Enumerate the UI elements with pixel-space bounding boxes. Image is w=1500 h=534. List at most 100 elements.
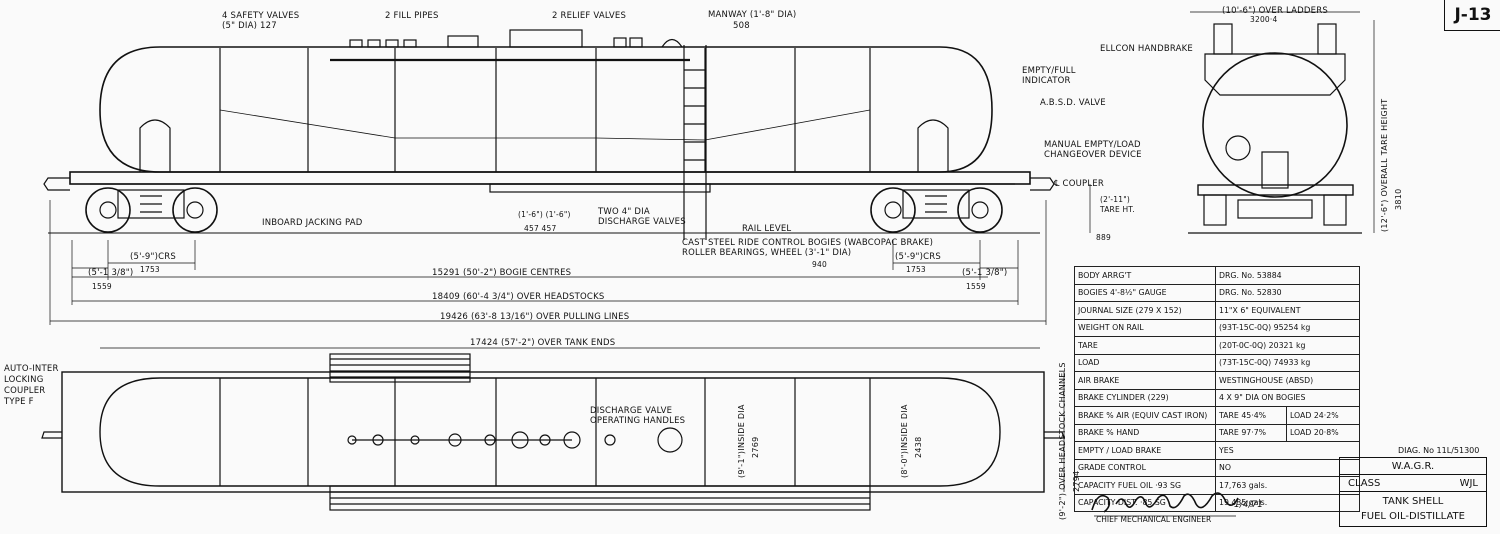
spec-value: NO — [1215, 458, 1360, 477]
tare-height: (2'-11") TARE HT. — [1100, 195, 1135, 214]
plan-frame — [61, 371, 1045, 493]
spec-value: YES — [1215, 441, 1360, 460]
relief-valves — [509, 29, 643, 48]
plan-view — [41, 347, 1065, 511]
end-overall-height-mm: 3810 — [1394, 188, 1403, 210]
valve-spacing-ft: (1'-6") (1'-6") — [518, 210, 571, 219]
safety-valves — [349, 39, 417, 48]
rail-level-label: RAIL LEVEL — [742, 224, 792, 234]
spec-key: JOURNAL SIZE (279 X 152) — [1074, 301, 1216, 320]
spec-value: (93T-15C-0Q) 95254 kg — [1215, 318, 1360, 337]
spec-value: TARE 97·7% — [1215, 423, 1287, 442]
discharge-handles — [347, 427, 683, 453]
spec-key: GRADE CONTROL — [1074, 458, 1216, 477]
callout-safety-valves-size: (5" DIA) 127 — [222, 21, 277, 31]
end-over-ladders-mm: 3200·4 — [1250, 15, 1278, 24]
callout-discharge-valves: TWO 4" DIA DISCHARGE VALVES — [598, 207, 686, 227]
callout-absd-valve: A.B.S.D. VALVE — [1040, 98, 1106, 108]
over-headstock-channels: (9'-2") OVER HEADSTOCK CHANNELS — [1058, 362, 1067, 520]
dim-bogie-crs-right: (5'-9")CRS — [895, 252, 941, 262]
inside-dia-2: (8'-0")INSIDE DIA — [900, 404, 909, 478]
dim-bogie-centres: 15291 (50'-2") BOGIE CENTRES — [432, 268, 572, 278]
dim-over-headstocks: 18409 (60'-4 3/4") OVER HEADSTOCKS — [432, 292, 605, 302]
description-line-1: TANK SHELL — [1382, 496, 1444, 507]
spec-key: BRAKE CYLINDER (229) — [1074, 388, 1216, 407]
spec-value: WESTINGHOUSE (ABSD) — [1215, 371, 1360, 390]
tare-height-mm: 889 — [1096, 233, 1111, 242]
spec-row: WEIGHT ON RAIL(93T-15C-0Q) 95254 kg — [1074, 318, 1360, 337]
bogie-right — [870, 187, 1003, 233]
description: TANK SHELL FUEL OIL-DISTILLATE — [1340, 492, 1486, 526]
signature-date: 1/4/71 — [1234, 500, 1263, 510]
spec-key: TARE — [1074, 336, 1216, 355]
spec-key: BRAKE % HAND — [1074, 423, 1216, 442]
ellcon-handbrake-wheel — [1225, 135, 1251, 161]
railway-name: W.A.G.R. — [1340, 458, 1486, 475]
ladder — [683, 45, 707, 240]
callout-empty-full: EMPTY/FULL INDICATOR — [1022, 66, 1076, 86]
title-block: W.A.G.R. CLASS WJL TANK SHELL FUEL OIL-D… — [1339, 457, 1487, 527]
spec-value: 4 X 9" DIA ON BOGIES — [1215, 388, 1360, 407]
spec-row: JOURNAL SIZE (279 X 152)11"X 6" EQUIVALE… — [1074, 301, 1360, 320]
spec-key: EMPTY / LOAD BRAKE — [1074, 441, 1216, 460]
dim-end-right-mm: 1559 — [966, 282, 986, 291]
dim-over-pulling-lines: 19426 (63'-8 13/16") OVER PULLING LINES — [440, 312, 630, 322]
inside-dia-1-mm: 2769 — [751, 436, 760, 458]
callout-relief-valves: 2 RELIEF VALVES — [552, 11, 627, 21]
fill-pipes — [447, 35, 479, 48]
callout-safety-valves: 4 SAFETY VALVES — [222, 11, 300, 21]
dim-bogie-crs-left-mm: 1753 — [140, 265, 160, 274]
underframe — [69, 171, 1031, 185]
walkway-top — [329, 353, 471, 383]
diagram-number: DIAG. No 11L/51300 — [1398, 446, 1480, 455]
spec-key: BRAKE % AIR (EQUIV CAST IRON) — [1074, 406, 1216, 425]
callout-fill-pipes: 2 FILL PIPES — [385, 11, 439, 21]
dim-end-left: (5'-1 3/8") — [88, 268, 134, 278]
class-label: CLASS — [1348, 477, 1381, 489]
class-value: WJL — [1459, 477, 1478, 489]
spec-value: (73T-15C-0Q) 74933 kg — [1215, 353, 1360, 372]
wheel-dia-mm: 940 — [812, 260, 827, 269]
side-elevation — [43, 29, 1091, 325]
spec-key: AIR BRAKE — [1074, 371, 1216, 390]
callout-manual-changeover: MANUAL EMPTY/LOAD CHANGEOVER DEVICE — [1044, 140, 1142, 160]
spec-key: WEIGHT ON RAIL — [1074, 318, 1216, 337]
valve-spacing-mm: 457 457 — [524, 224, 557, 233]
spec-key: LOAD — [1074, 353, 1216, 372]
dim-end-right: (5'-1 3/8") — [962, 268, 1008, 278]
spec-value: DRG. No. 53884 — [1215, 266, 1360, 285]
spec-row: BRAKE CYLINDER (229)4 X 9" DIA ON BOGIES — [1074, 388, 1360, 407]
class-row: CLASS WJL — [1340, 475, 1486, 492]
signature-image — [1091, 492, 1239, 517]
spec-row: TARE(20T-0C-0Q) 20321 kg — [1074, 336, 1360, 355]
bogies-note: CAST STEEL RIDE CONTROL BOGIES (WABCOPAC… — [682, 238, 934, 258]
manway — [661, 38, 683, 48]
spec-row: BRAKE % AIR (EQUIV CAST IRON)TARE 45·4%L… — [1074, 406, 1361, 425]
spec-value: 19,435 gals. — [1215, 493, 1360, 512]
dim-over-tank-ends: 17424 (57'-2") OVER TANK ENDS — [470, 338, 616, 348]
end-view — [1188, 11, 1375, 234]
end-overall-height: (12'-6") OVERALL TARE HEIGHT — [1380, 98, 1389, 233]
coupler-left — [43, 177, 70, 191]
coupler-right — [1030, 177, 1055, 191]
dim-end-left-mm: 1559 — [92, 282, 112, 291]
spec-value: (20T-0C-0Q) 20321 kg — [1215, 336, 1360, 355]
inside-dia-2-mm: 2438 — [914, 436, 923, 458]
sheet-number: J-13 — [1444, 0, 1500, 31]
plan-tank — [99, 377, 1001, 487]
plan-coupler-note: AUTO-INTER LOCKING COUPLER TYPE F — [4, 364, 59, 407]
walkway-bottom — [329, 485, 871, 511]
dim-bogie-crs-right-mm: 1753 — [906, 265, 926, 274]
spec-key: BOGIES 4'-8½" GAUGE — [1074, 283, 1216, 302]
callout-manway-mm: 508 — [733, 21, 750, 31]
dim-bogie-crs-left: (5'-9")CRS — [130, 252, 176, 262]
